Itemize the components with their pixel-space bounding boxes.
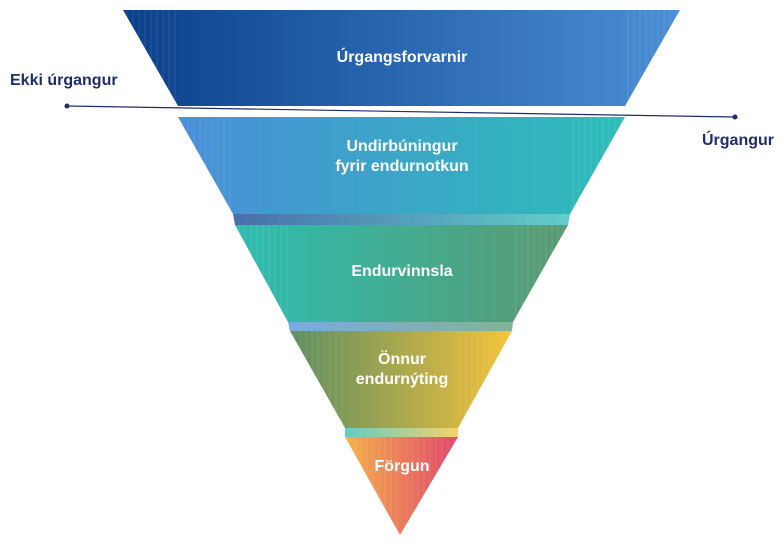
label-waste: Úrgangur: [702, 132, 774, 149]
tier-5-texture: [348, 437, 455, 535]
tier-connector-3: [345, 428, 458, 437]
tier-4-label: Önnur: [378, 349, 426, 368]
tier-connector-2: [288, 322, 513, 331]
divider-start-dot: [64, 103, 70, 109]
tier-3-shape: [235, 225, 568, 322]
tier-5-shape: [345, 437, 458, 535]
tier-2-label: fyrir endurnotkun: [335, 158, 468, 175]
tier-2-label: Undirbúningur: [346, 138, 457, 155]
tier-4-shape: [290, 331, 512, 428]
divider-line: [66, 105, 736, 118]
tier-4-label: endurnýting: [356, 371, 448, 388]
tier-5-label: Förgun: [374, 458, 429, 475]
tier-1-label: Úrgangsforvarnir: [337, 47, 468, 66]
tier-connector-1: [233, 214, 570, 225]
label-not-waste: Ekki úrgangur: [10, 72, 118, 89]
tier-2-shape: [178, 117, 625, 214]
tier-1-shape: [123, 10, 680, 106]
tier-3-label: Endurvinnsla: [351, 263, 452, 280]
divider-end-dot: [732, 114, 738, 120]
